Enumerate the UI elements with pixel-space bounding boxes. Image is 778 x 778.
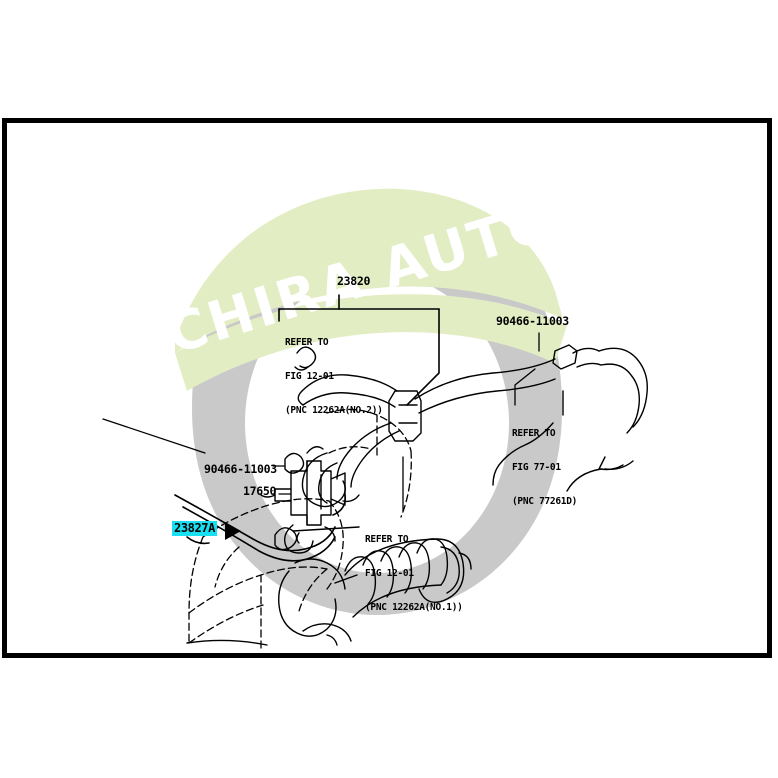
reference-line-3: (PNC 12262A(NO.1)) (365, 601, 463, 613)
valve-17650 (260, 446, 346, 526)
leader-left-diagonal (102, 418, 206, 454)
reference-line-2: FIG 12-01 (365, 568, 414, 580)
leader-fig-77-01 (514, 368, 536, 406)
hose-23820 (297, 344, 648, 492)
part-number-23820: 23820 (337, 274, 371, 288)
part-number-17650: 17650 (243, 484, 277, 498)
pipe-right-lower (492, 390, 564, 486)
reference-fig-12-01-no2: REFER TO FIG 12-01 (PNC 12262A(NO.2)) (285, 315, 383, 438)
drawing-linework (102, 294, 648, 652)
reference-line-3: (PNC 77261D) (512, 495, 578, 507)
intake-hose-bellows (278, 538, 472, 637)
highlighted-part-number-23827A: 23827A (172, 521, 217, 537)
part-number-90466-11003-top: 90466-11003 (496, 314, 569, 328)
watermark-mascot: CHIRA AUTO (159, 188, 577, 615)
part-number-90466-11003-left: 90466-11003 (204, 462, 277, 476)
reference-line-1: REFER TO (512, 428, 556, 440)
engine-body-phantom (188, 408, 412, 652)
reference-line-1: REFER TO (365, 534, 409, 546)
reference-line-1: REFER TO (285, 337, 329, 349)
vacuum-tube-upper (336, 422, 400, 488)
leader-lines-left (272, 465, 292, 495)
parts-diagram-canvas: CHIRA AUTO (102, 188, 648, 652)
misc-lower-detail (186, 623, 352, 646)
grommet-23820 (294, 346, 317, 371)
reference-fig-12-01-no1: REFER TO FIG 12-01 (PNC 12262A(NO.1)) (365, 512, 463, 635)
grommet-12262A-no1 (274, 526, 360, 551)
reference-fig-77-01: REFER TO FIG 77-01 (PNC 77261D) (512, 406, 577, 529)
reference-line-2: FIG 12-01 (285, 371, 334, 383)
reference-line-3: (PNC 12262A(NO.2)) (285, 404, 383, 416)
highlight-arrow-icon (225, 522, 241, 540)
reference-line-2: FIG 77-01 (512, 462, 561, 474)
grommet-90466-left (284, 452, 305, 474)
diagram-frame: CHIRA AUTO (2, 118, 772, 658)
